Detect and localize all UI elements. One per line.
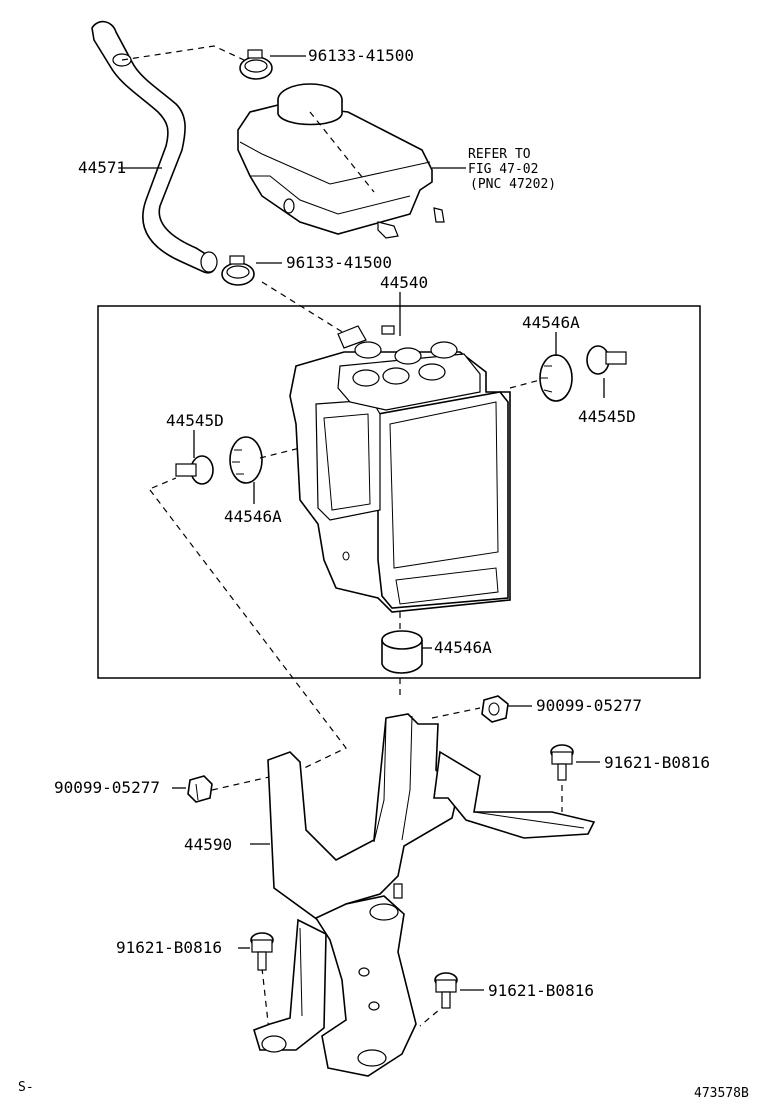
drawing-number: 473578B — [694, 1086, 749, 1101]
nut-right — [481, 695, 509, 723]
label-cushion-left: 44546A — [224, 507, 282, 526]
label-clamp-upper: 96133-41500 — [308, 46, 414, 65]
hose-44571 — [91, 20, 218, 274]
label-bracket: 44590 — [184, 835, 232, 854]
label-refer-line2: FIG 47-02 — [468, 162, 538, 177]
footer-left-mark: S- — [18, 1080, 34, 1095]
bolt-bracket-left — [250, 932, 274, 971]
label-nut-right: 90099-05277 — [536, 696, 642, 715]
cushion-left — [229, 436, 263, 484]
bolt-right — [586, 345, 627, 375]
label-bolt-left: 44545D — [166, 411, 224, 430]
label-bolt-bracket-right-bottom: 91621-B0816 — [488, 981, 594, 1000]
label-nut-left: 90099-05277 — [54, 778, 160, 797]
nut-left — [187, 775, 213, 803]
clamp-lower — [221, 255, 255, 286]
label-cushion-bottom: 44546A — [434, 638, 492, 657]
cushion-right — [539, 354, 573, 402]
bolt-bracket-right-top — [550, 744, 574, 781]
label-bolt-bracket-left: 91621-B0816 — [116, 938, 222, 957]
label-hose: 44571 — [78, 158, 126, 177]
actuator-ports — [352, 341, 458, 387]
label-actuator-assy: 44540 — [380, 273, 428, 292]
bolt-bracket-right-bottom — [434, 972, 458, 1009]
brake-actuator — [289, 325, 511, 613]
label-cushion-right: 44546A — [522, 313, 580, 332]
label-clamp-lower: 96133-41500 — [286, 253, 392, 272]
label-refer-line1: REFER TO — [468, 147, 531, 162]
bracket-44590 — [253, 713, 596, 1077]
actuator-group-frame — [97, 305, 701, 679]
bolt-left — [175, 455, 214, 485]
clamp-upper — [239, 49, 273, 80]
label-refer-line3: (PNC 47202) — [470, 177, 556, 192]
reservoir — [237, 83, 445, 239]
label-bolt-right: 44545D — [578, 407, 636, 426]
label-bolt-bracket-right-top: 91621-B0816 — [604, 753, 710, 772]
cushion-bottom — [381, 630, 423, 674]
